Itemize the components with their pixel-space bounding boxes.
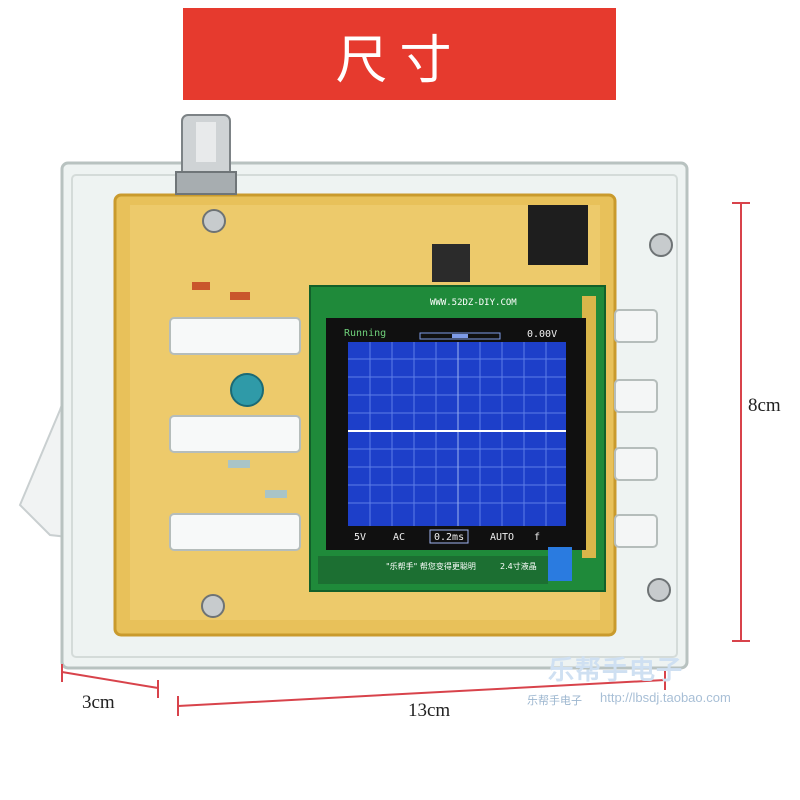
height-dimension-line: [740, 202, 742, 642]
screw-bottom-right: [647, 578, 671, 602]
watermark-url: http://lbsdj.taobao.com: [600, 690, 731, 705]
lcd-timebase: 0.2ms: [434, 532, 464, 543]
screw-bottom-left: [201, 594, 225, 618]
lcd-grid: [348, 342, 566, 526]
width-dimension-line: [177, 679, 666, 707]
height-label: 8cm: [748, 395, 781, 416]
lcd-volts-div: 5V: [354, 532, 366, 543]
watermark-brand: 乐帮手电子: [548, 656, 684, 686]
lcd-coupling: AC: [393, 532, 405, 543]
height-tick-bottom: [732, 640, 750, 642]
depth-label: 3cm: [82, 692, 115, 713]
button-4: [614, 514, 658, 548]
banner-title: 尺寸: [335, 31, 464, 91]
lcd-trigger-mode: AUTO: [490, 532, 514, 543]
lcd-size-label: 2.4寸液晶: [500, 561, 537, 571]
title-banner: 尺寸: [183, 8, 616, 100]
button-2: [614, 379, 658, 413]
height-tick-top: [732, 202, 750, 204]
lcd-trigger-edge: f: [534, 532, 540, 543]
board-url: WWW.52DZ-DIY.COM: [430, 298, 517, 308]
trim-potentiometer: [230, 373, 264, 407]
watermark-brand-small: 乐帮手电子: [527, 694, 582, 707]
button-1: [614, 309, 658, 343]
screw-top-right: [649, 233, 673, 257]
lcd-screen: [348, 342, 566, 526]
lcd-voltage: 0.00V: [527, 329, 557, 340]
button-3: [614, 447, 658, 481]
screw-top-left: [202, 209, 226, 233]
switch-cpl: [169, 317, 301, 355]
width-label: 13cm: [408, 700, 451, 721]
board-slogan: "乐帮手" 帮您变得更聪明: [386, 561, 476, 571]
switch-sen2: [169, 513, 301, 551]
lcd-status: Running: [344, 328, 386, 339]
switch-sen1: [169, 415, 301, 453]
power-jack: [528, 205, 588, 265]
inductor: [432, 244, 470, 282]
